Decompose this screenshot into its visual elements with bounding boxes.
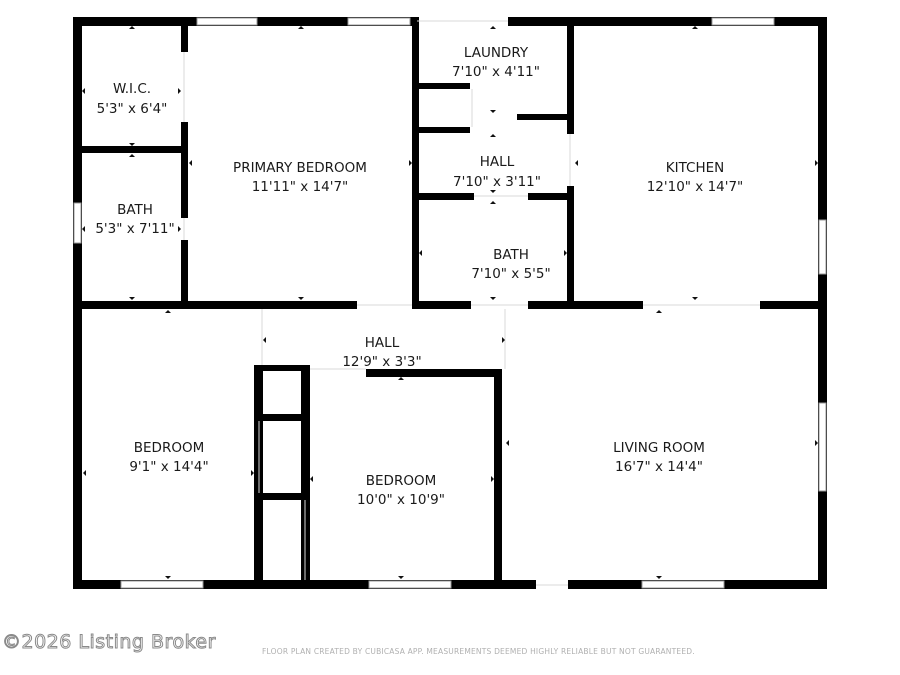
room-bedroom-left: BEDROOM 9'1" x 14'4" (129, 440, 208, 475)
room-name-bedroom-left: BEDROOM (134, 440, 204, 456)
room-primary-bedroom: PRIMARY BEDROOM 11'11" x 14'7" (233, 160, 367, 195)
room-dim-primary-bedroom: 11'11" x 14'7" (252, 179, 349, 195)
opening-lines (183, 20, 760, 586)
room-name-wic: W.I.C. (113, 81, 151, 97)
room-dim-laundry: 7'10" x 4'11" (452, 64, 540, 80)
room-dim-bath-center: 7'10" x 5'5" (471, 266, 550, 282)
room-kitchen: KITCHEN 12'10" x 14'7" (647, 160, 744, 195)
room-bedroom-center: BEDROOM 10'0" x 10'9" (357, 473, 445, 508)
room-living-room: LIVING ROOM 16'7" x 14'4" (613, 440, 705, 475)
room-name-kitchen: KITCHEN (666, 160, 725, 176)
room-hall-main: HALL 12'9" x 3'3" (342, 335, 421, 370)
room-bath-left: BATH 5'3" x 7'11" (95, 202, 174, 237)
listing-broker-watermark: ©2026 Listing Broker (2, 631, 216, 654)
window-primary-1 (196, 17, 258, 26)
room-hall-upper: HALL 7'10" x 3'11" (453, 154, 541, 190)
room-bath-center: BATH 7'10" x 5'5" (471, 247, 550, 282)
interior-walls (73, 17, 827, 589)
windows (73, 17, 827, 589)
room-dim-hall-upper: 7'10" x 3'11" (453, 174, 541, 190)
room-dim-bedroom-left: 9'1" x 14'4" (129, 459, 208, 475)
window-bedroom-center (368, 580, 452, 589)
window-bath-left (73, 202, 82, 244)
window-living-side (818, 402, 827, 492)
room-dim-hall-main: 12'9" x 3'3" (342, 354, 421, 370)
room-name-living-room: LIVING ROOM (613, 440, 705, 456)
window-kitchen-side (818, 219, 827, 275)
window-bedroom-left (120, 580, 204, 589)
room-dim-kitchen: 12'10" x 14'7" (647, 179, 744, 195)
room-name-laundry: LAUNDRY (464, 45, 529, 61)
room-laundry: LAUNDRY 7'10" x 4'11" (452, 45, 540, 80)
room-name-bath-center: BATH (493, 247, 529, 263)
room-dim-living-room: 16'7" x 14'4" (615, 459, 703, 475)
dimension-markers (82, 26, 818, 579)
window-kitchen (711, 17, 775, 26)
window-living (641, 580, 725, 589)
room-name-primary-bedroom: PRIMARY BEDROOM (233, 160, 367, 176)
cubicasa-disclaimer: FLOOR PLAN CREATED BY CUBICASA APP. MEAS… (262, 647, 695, 656)
room-dim-bedroom-center: 10'0" x 10'9" (357, 492, 445, 508)
room-wic: W.I.C. 5'3" x 6'4" (97, 81, 168, 117)
room-name-hall-upper: HALL (480, 154, 515, 170)
window-primary-2 (347, 17, 411, 26)
room-name-bedroom-center: BEDROOM (366, 473, 436, 489)
room-dim-wic: 5'3" x 6'4" (97, 101, 168, 117)
room-name-hall-main: HALL (365, 335, 400, 351)
room-name-bath-left: BATH (117, 202, 153, 218)
room-dim-bath-left: 5'3" x 7'11" (95, 221, 174, 237)
